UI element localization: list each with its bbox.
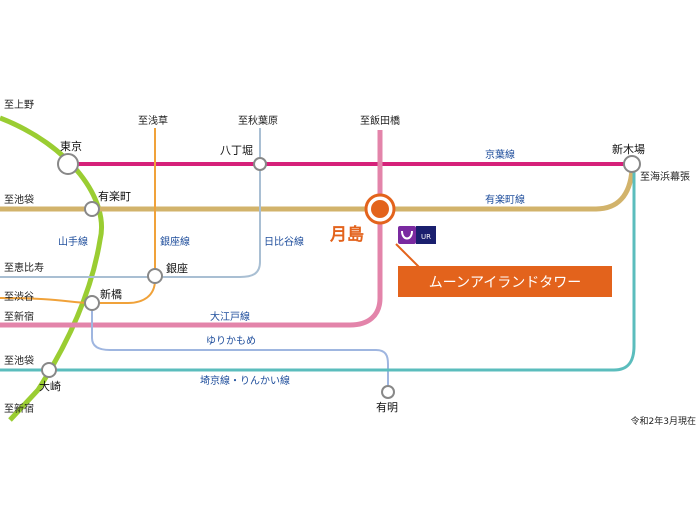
station-shimbashi-marker[interactable] [84, 295, 100, 311]
direction-ikebukuro-bottom: 至池袋 [4, 354, 34, 367]
station-tokyo-label: 東京 [60, 139, 82, 153]
station-shinkiba-marker[interactable] [623, 155, 641, 173]
station-shimbashi-label: 新橋 [100, 287, 122, 301]
line-label-keiyo: 京葉線 [485, 148, 515, 161]
station-yurakucho-marker[interactable] [84, 201, 100, 217]
direction-iidabashi: 至飯田橋 [360, 114, 400, 127]
direction-akihabara: 至秋葉原 [238, 114, 278, 127]
saikyo-rinkai-line [0, 170, 636, 372]
station-osaki-label: 大崎 [39, 379, 61, 393]
direction-ueno: 至上野 [4, 99, 34, 111]
direction-ikebukuro-top: 至池袋 [4, 193, 34, 206]
station-shinkiba-label: 新木場 [612, 142, 645, 156]
station-osaki-marker[interactable] [41, 362, 57, 378]
direction-shinjuku-oedo: 至新宿 [4, 310, 34, 323]
line-label-oedo: 大江戸線 [210, 310, 250, 323]
oedo-line [0, 130, 383, 328]
line-label-hibiya: 日比谷線 [264, 235, 304, 248]
station-ginza-marker[interactable] [147, 268, 163, 284]
yurakucho-line [0, 169, 635, 212]
property-name: ムーンアイランドタワー [429, 275, 582, 291]
property-callout-box[interactable] [398, 266, 612, 297]
line-label-yurikamome: ゆりかもめ [206, 335, 256, 347]
ur-logo-text: UR [421, 233, 431, 241]
yurikamome-line [91, 303, 389, 392]
hibiya-line [0, 128, 261, 278]
station-hatchobori-marker[interactable] [253, 157, 267, 171]
yamanote-line [0, 115, 104, 422]
direction-shibuya: 至渋谷 [4, 290, 34, 303]
station-yurakucho-label: 有楽町 [98, 189, 131, 203]
line-label-yurakucho: 有楽町線 [485, 193, 525, 206]
callout-pointer [395, 243, 421, 269]
line-label-yamanote: 山手線 [58, 235, 88, 248]
station-ariake-marker[interactable] [381, 385, 395, 399]
direction-shinjuku-bottom: 至新宿 [4, 402, 34, 415]
station-tsukishima-label: 月島 [329, 224, 364, 245]
as-of-note: 令和2年3月現在 [631, 415, 696, 427]
station-ginza-label: 銀座 [166, 261, 188, 275]
direction-kaihinmakuhari: 至海浜幕張 [640, 170, 690, 183]
direction-ebisu: 至恵比寿 [4, 261, 44, 274]
ur-logo: UR [398, 226, 436, 244]
station-tokyo-marker[interactable] [57, 153, 79, 175]
direction-asakusa: 至浅草 [138, 114, 168, 127]
station-ariake-label: 有明 [376, 400, 398, 414]
station-hatchobori-label: 八丁堀 [220, 144, 253, 157]
line-label-saikyo-rinkai: 埼京線・りんかい線 [200, 374, 290, 387]
station-tsukishima-inner [371, 200, 389, 218]
line-label-ginza: 銀座線 [160, 235, 190, 248]
